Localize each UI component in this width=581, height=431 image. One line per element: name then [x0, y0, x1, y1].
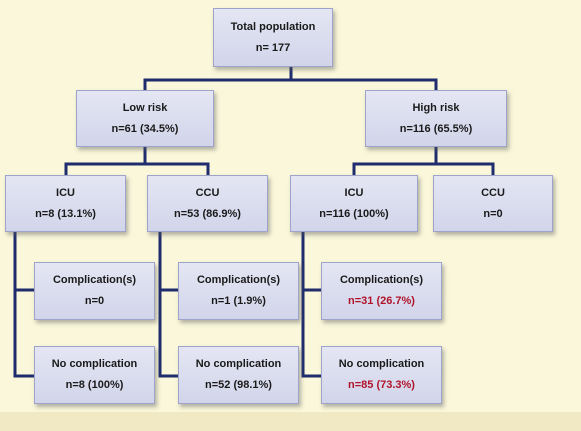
bottom-band [0, 412, 581, 431]
node-low-ccu-no-complication: No complication n=52 (98.1%) [178, 346, 299, 404]
node-count: n=0 [84, 295, 105, 307]
node-low-risk: Low risk n=61 (34.5%) [76, 90, 214, 147]
connector-lowrisk-to-units [64, 162, 210, 175]
node-title: Total population [230, 20, 316, 33]
node-title: High risk [412, 101, 460, 114]
node-count: n=8 (100%) [65, 379, 124, 391]
node-high-icu-no-complication: No complication n=85 (73.3%) [321, 346, 442, 404]
node-count: n=8 (13.1%) [35, 207, 96, 220]
node-title: CCU [481, 186, 505, 199]
node-low-icu-complications: Complication(s) n=0 [34, 262, 155, 320]
node-count-highlighted: n=31 (26.7%) [348, 295, 415, 307]
node-count-highlighted: n=85 (73.3%) [348, 379, 415, 391]
node-title: CCU [195, 186, 220, 199]
node-count: n=116 (100%) [319, 207, 389, 220]
node-total-population: Total population n= 177 [213, 8, 333, 67]
node-title: ICU [56, 186, 75, 199]
node-count: n=116 (65.5%) [399, 122, 473, 135]
node-count: n=52 (98.1%) [205, 379, 272, 391]
node-high-risk: High risk n=116 (65.5%) [365, 90, 507, 147]
node-count: n= 177 [255, 41, 291, 54]
node-title: No complication [338, 358, 425, 370]
node-low-ccu-complications: Complication(s) n=1 (1.9%) [178, 262, 299, 320]
node-high-risk-icu: ICU n=116 (100%) [290, 175, 418, 232]
node-high-risk-ccu: CCU n=0 [433, 175, 553, 232]
node-count: n=1 (1.9%) [211, 295, 266, 307]
node-title: Complication(s) [339, 274, 424, 286]
connector-total-to-risk [143, 78, 438, 90]
node-count: n=61 (34.5%) [111, 122, 179, 135]
node-low-risk-ccu: CCU n=53 (86.9%) [147, 175, 268, 232]
node-title: Complication(s) [52, 274, 137, 286]
node-count: n=0 [483, 207, 503, 220]
node-low-risk-icu: ICU n=8 (13.1%) [5, 175, 126, 232]
connector-highrisk-to-units [352, 162, 495, 175]
connector-high-icu-outcomes [301, 232, 321, 378]
node-count: n=53 (86.9%) [174, 207, 241, 220]
node-title: No complication [195, 358, 282, 370]
node-title: Low risk [122, 101, 168, 114]
node-low-icu-no-complication: No complication n=8 (100%) [34, 346, 155, 404]
node-title: No complication [51, 358, 138, 370]
connector-lines [13, 67, 495, 378]
node-title: Complication(s) [196, 274, 281, 286]
node-title: ICU [344, 186, 364, 199]
node-high-icu-complications: Complication(s) n=31 (26.7%) [321, 262, 442, 320]
connector-low-ccu-outcomes [158, 232, 178, 378]
connector-low-icu-outcomes [13, 232, 34, 378]
